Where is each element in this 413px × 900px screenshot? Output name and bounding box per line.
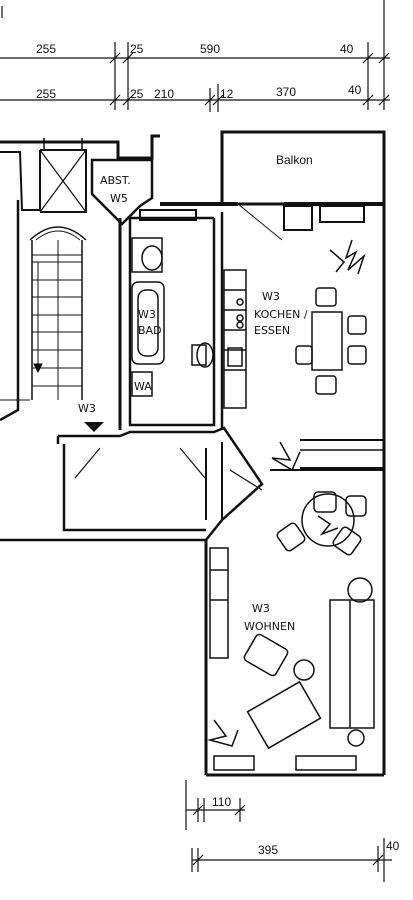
kitchen-label-2: KOCHEN /	[254, 308, 308, 321]
plant-icon	[207, 515, 339, 747]
living-room-furniture	[209, 491, 375, 771]
plant-icon	[271, 239, 366, 472]
walls	[0, 202, 386, 777]
entrance-marker-icon	[84, 422, 104, 432]
bottom-dimensions	[185, 780, 392, 882]
bathroom-label-1: W3	[138, 308, 156, 321]
bottom-dim-3: 40	[386, 839, 400, 853]
storage-room	[90, 158, 154, 226]
living-label-2: WOHNEN	[244, 620, 295, 633]
top-dim-5: 255	[36, 87, 56, 101]
windows-top	[139, 205, 365, 231]
living-label-1: W3	[252, 602, 270, 615]
kitchen-fixtures	[223, 269, 385, 469]
top-dim-10: 40	[348, 83, 362, 97]
stairwell	[0, 134, 160, 422]
top-dim-2: 25	[130, 42, 144, 56]
bottom-dim-2: 395	[258, 843, 278, 857]
washer-label: WA	[134, 380, 152, 393]
top-dim-7: 210	[154, 87, 174, 101]
storage-label-1: ABST.	[100, 174, 131, 187]
top-dim-3: 590	[200, 42, 220, 56]
kitchen-label-1: W3	[262, 290, 280, 303]
entrance-label: W3	[78, 402, 96, 415]
storage-label-2: W5	[110, 192, 128, 205]
top-dim-4: 40	[340, 42, 354, 56]
balcony	[220, 130, 386, 206]
top-dim-6: 25	[130, 87, 144, 101]
top-dim-9: 370	[276, 85, 296, 99]
bathroom-label-2: BAD	[138, 324, 162, 337]
bottom-dim-1: 110	[212, 795, 231, 809]
top-dim-1: 255	[36, 42, 56, 56]
kitchen-label-3: ESSEN	[254, 324, 290, 337]
top-dimensions	[0, 0, 390, 112]
bathroom-fixtures	[131, 237, 214, 397]
top-dim-8: 12	[220, 87, 234, 101]
balcony-label: Balkon	[276, 153, 313, 167]
